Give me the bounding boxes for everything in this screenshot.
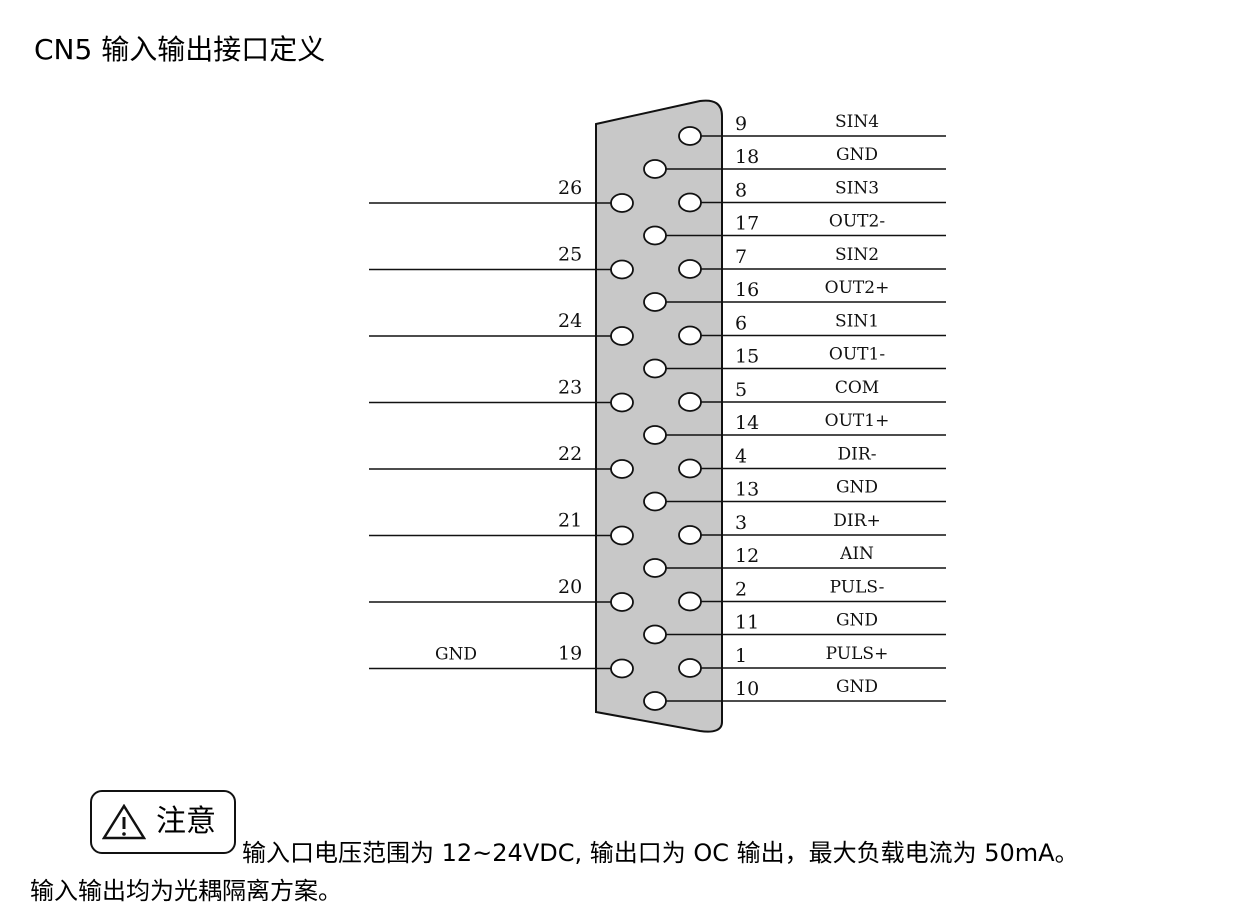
- pin-signal-12: AIN: [839, 544, 874, 564]
- pin-hole-12: [643, 558, 667, 578]
- pin-hole-18: [643, 159, 667, 179]
- notice-label: 注意: [156, 804, 216, 839]
- pin-number-4: 4: [735, 446, 747, 468]
- pin-hole-11: [643, 624, 667, 645]
- pin-hole-20: [610, 592, 634, 612]
- pin-signal-5: COM: [835, 378, 879, 398]
- pin-signal-1: PULS+: [826, 644, 889, 664]
- notice-text-line-1: 输入口电压范围为 12~24VDC, 输出口为 OC 输出，最大负载电流为 50…: [242, 839, 1079, 867]
- pin-hole-16: [643, 292, 667, 312]
- pin-number-19: 19: [558, 643, 582, 665]
- pin-hole-8: [678, 192, 702, 213]
- pin-number-2: 2: [735, 579, 747, 601]
- pin-signal-19: GND: [435, 645, 477, 665]
- pin-signal-18: GND: [836, 145, 878, 165]
- notice-badge: 注意: [90, 790, 236, 854]
- pin-hole-19: [610, 658, 634, 679]
- notice-text-line-2: 输入输出均为光耦隔离方案。: [30, 877, 342, 905]
- pin-hole-6: [678, 325, 702, 346]
- pin-hole-3: [678, 525, 702, 545]
- pin-signal-4: DIR-: [838, 445, 877, 465]
- pin-hole-26: [610, 193, 634, 213]
- pin-number-14: 14: [735, 412, 759, 434]
- pin-hole-25: [610, 259, 634, 280]
- pin-number-22: 22: [558, 443, 582, 465]
- pin-hole-10: [643, 691, 667, 711]
- pin-hole-7: [678, 259, 702, 279]
- pin-number-1: 1: [735, 645, 747, 667]
- pin-hole-21: [610, 525, 634, 546]
- pin-hole-1: [678, 658, 702, 678]
- pin-signal-6: SIN1: [835, 312, 879, 332]
- pin-hole-17: [643, 225, 667, 246]
- pin-signal-17: OUT2-: [829, 212, 885, 232]
- warning-triangle-icon: [102, 804, 146, 840]
- pin-number-13: 13: [735, 479, 759, 501]
- pin-signal-3: DIR+: [833, 511, 880, 531]
- pin-hole-14: [643, 425, 667, 445]
- pin-signal-2: PULS-: [830, 578, 885, 598]
- pin-signal-13: GND: [836, 478, 878, 498]
- pin-signal-14: OUT1+: [825, 411, 890, 431]
- pin-hole-24: [610, 326, 634, 346]
- pin-number-24: 24: [558, 310, 582, 332]
- pin-signal-8: SIN3: [835, 179, 879, 199]
- pin-hole-22: [610, 459, 634, 479]
- pin-number-20: 20: [558, 576, 582, 598]
- pin-number-23: 23: [558, 377, 582, 399]
- pin-number-8: 8: [735, 180, 747, 202]
- pin-hole-23: [610, 392, 634, 413]
- pin-hole-5: [678, 392, 702, 412]
- pin-hole-4: [678, 458, 702, 479]
- pin-hole-9: [678, 126, 702, 146]
- pin-number-17: 17: [735, 213, 759, 235]
- pin-signal-7: SIN2: [835, 245, 879, 265]
- pin-number-10: 10: [735, 678, 759, 700]
- pin-number-12: 12: [735, 545, 759, 567]
- pin-number-15: 15: [735, 346, 759, 368]
- pin-signal-15: OUT1-: [829, 345, 885, 365]
- pin-hole-13: [643, 491, 667, 512]
- pin-number-26: 26: [558, 177, 582, 199]
- pin-number-6: 6: [735, 313, 747, 335]
- pin-number-21: 21: [558, 510, 582, 532]
- page-title: CN5 输入输出接口定义: [34, 33, 326, 66]
- pin-number-3: 3: [735, 512, 747, 534]
- pin-number-25: 25: [558, 244, 582, 266]
- pin-number-11: 11: [735, 612, 759, 634]
- pin-signal-16: OUT2+: [825, 278, 890, 298]
- pin-hole-2: [678, 591, 702, 612]
- pin-number-7: 7: [735, 246, 747, 268]
- pin-number-18: 18: [735, 146, 759, 168]
- pin-number-16: 16: [735, 279, 759, 301]
- connector-shell: [595, 99, 723, 733]
- pin-signal-9: SIN4: [835, 112, 879, 132]
- pin-signal-11: GND: [836, 611, 878, 631]
- pin-signal-10: GND: [836, 677, 878, 697]
- pin-number-9: 9: [735, 113, 747, 135]
- pin-number-5: 5: [735, 379, 747, 401]
- pin-hole-15: [643, 358, 667, 379]
